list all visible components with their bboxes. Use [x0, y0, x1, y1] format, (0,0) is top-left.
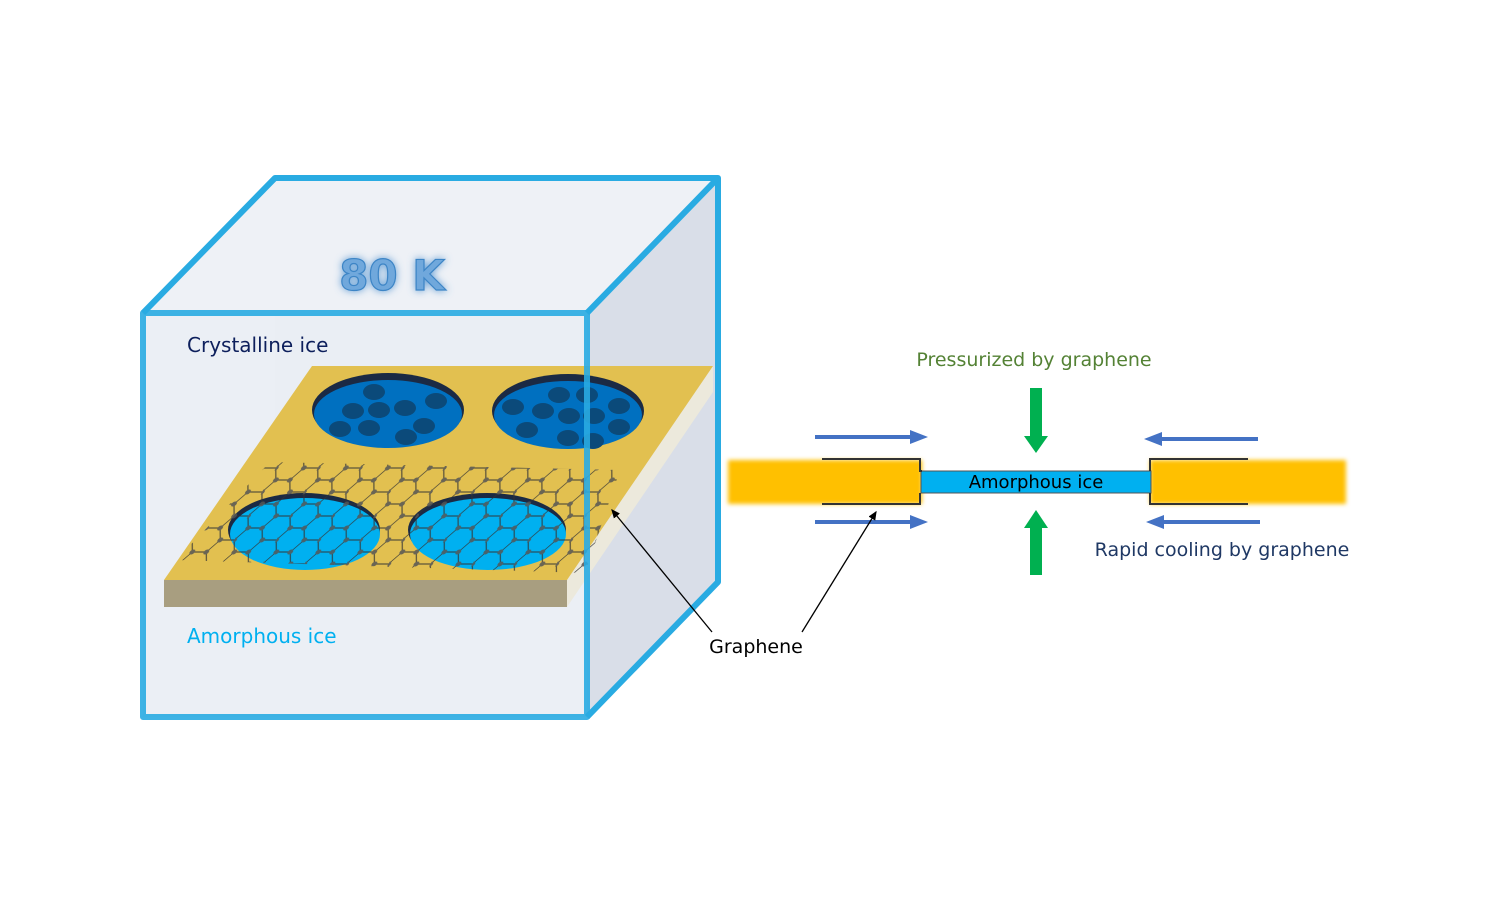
cross-section: Amorphous ice Pressurized by graphene Ra…	[728, 349, 1349, 575]
cube-top-face	[143, 178, 718, 313]
amorphous-ice-label-left: Amorphous ice	[187, 624, 337, 648]
amorphous-ice-channel	[920, 470, 1152, 494]
graphene-callout: Graphene	[611, 508, 877, 658]
gold-bar-left	[728, 460, 922, 504]
crystalline-hole-1	[312, 373, 464, 448]
graphene-right-outline-bottom	[1149, 493, 1248, 505]
cooling-arrows	[815, 430, 1260, 529]
temperature-label: 80 K	[339, 251, 446, 300]
pressurized-label: Pressurized by graphene	[916, 349, 1151, 371]
arrow-down-icon	[1024, 388, 1048, 453]
graphene-left-outline	[822, 458, 922, 472]
graphene-label: Graphene	[709, 636, 803, 658]
substrate-side-edge	[567, 366, 713, 607]
arrow-right-icon	[815, 515, 928, 529]
substrate-front-edge	[164, 580, 567, 607]
graphene-left-outline-bottom	[822, 493, 921, 505]
graphene-right-outline	[1149, 458, 1248, 471]
crystalline-hole-2	[492, 374, 644, 449]
gold-bar-right	[1150, 460, 1346, 504]
pointer-arrow	[801, 510, 877, 633]
pressure-arrows	[1024, 388, 1048, 575]
arrow-left-icon	[1146, 515, 1260, 529]
crystalline-ice-label: Crystalline ice	[187, 333, 328, 357]
graphene-lattice	[176, 462, 620, 573]
amorphous-ice-label-center: Amorphous ice	[969, 472, 1104, 493]
cube-edges	[140, 175, 721, 720]
crystal-dots	[329, 384, 447, 445]
arrow-right-icon	[815, 430, 928, 444]
arrow-left-icon	[1144, 432, 1258, 446]
cooling-label: Rapid cooling by graphene	[1095, 539, 1350, 561]
substrate	[164, 366, 713, 607]
arrow-up-icon	[1024, 510, 1048, 575]
pointer-arrow	[611, 508, 713, 633]
